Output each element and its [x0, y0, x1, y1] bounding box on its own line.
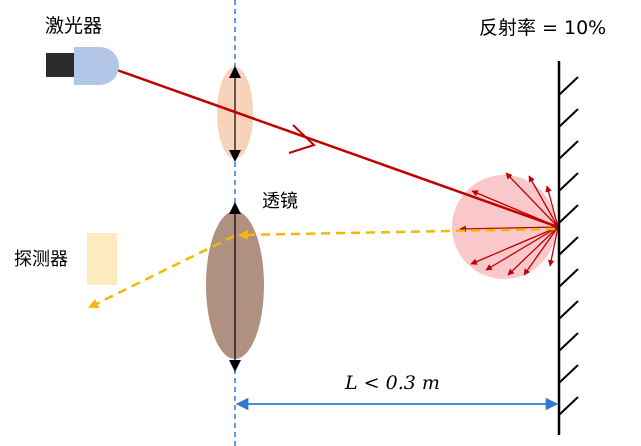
wall-hatch-mark: [558, 396, 579, 416]
wall-hatch-mark: [558, 364, 579, 384]
distance-label: L < 0.3 m: [344, 372, 440, 394]
laser-label: 激光器: [45, 15, 102, 37]
laser-body: [74, 47, 119, 85]
wall-hatch-mark: [558, 108, 579, 128]
scatter-arrow: [471, 190, 559, 228]
detector: [87, 233, 117, 285]
laser-beam: [116, 68, 559, 229]
scatter-arrow: [485, 226, 559, 271]
scatter-arrow: [547, 226, 559, 267]
scatter-arrow: [528, 175, 559, 228]
wall-hatching: [558, 76, 579, 416]
upper-lens-arrow-top-icon: [229, 66, 241, 78]
detector-label: 探测器: [14, 249, 68, 270]
laser-head: [46, 53, 76, 77]
upper-lens-arrow-bottom-icon: [229, 150, 241, 162]
scatter-arrow: [505, 172, 559, 228]
wall-hatch-mark: [558, 332, 579, 352]
scatter-arrow: [523, 226, 559, 276]
wall-hatch-mark: [558, 76, 579, 96]
scatter-arrows: [459, 172, 559, 276]
wall-hatch-mark: [558, 300, 579, 320]
wall-hatch-mark: [558, 236, 579, 256]
focused-beam: [88, 234, 235, 309]
laser-beam-direction-icon: [288, 124, 316, 154]
wall-hatch-mark: [558, 140, 579, 160]
lower-lens-arrow-top-icon: [229, 202, 241, 214]
wall-hatch-mark: [558, 204, 579, 224]
scatter-arrow: [459, 225, 559, 233]
lens-label: 透镜: [262, 191, 298, 212]
scatter-arrow: [545, 185, 559, 228]
laser-device: [46, 47, 119, 85]
scatter-arrow: [470, 226, 559, 265]
wall-hatch-mark: [558, 268, 579, 288]
wall-hatch-mark: [558, 172, 579, 192]
lower-lens-arrow-bottom-icon: [229, 360, 241, 372]
scatter-arrow: [507, 226, 559, 276]
reflectivity-label: 反射率 = 10%: [479, 17, 606, 39]
return-beam: [238, 227, 556, 240]
